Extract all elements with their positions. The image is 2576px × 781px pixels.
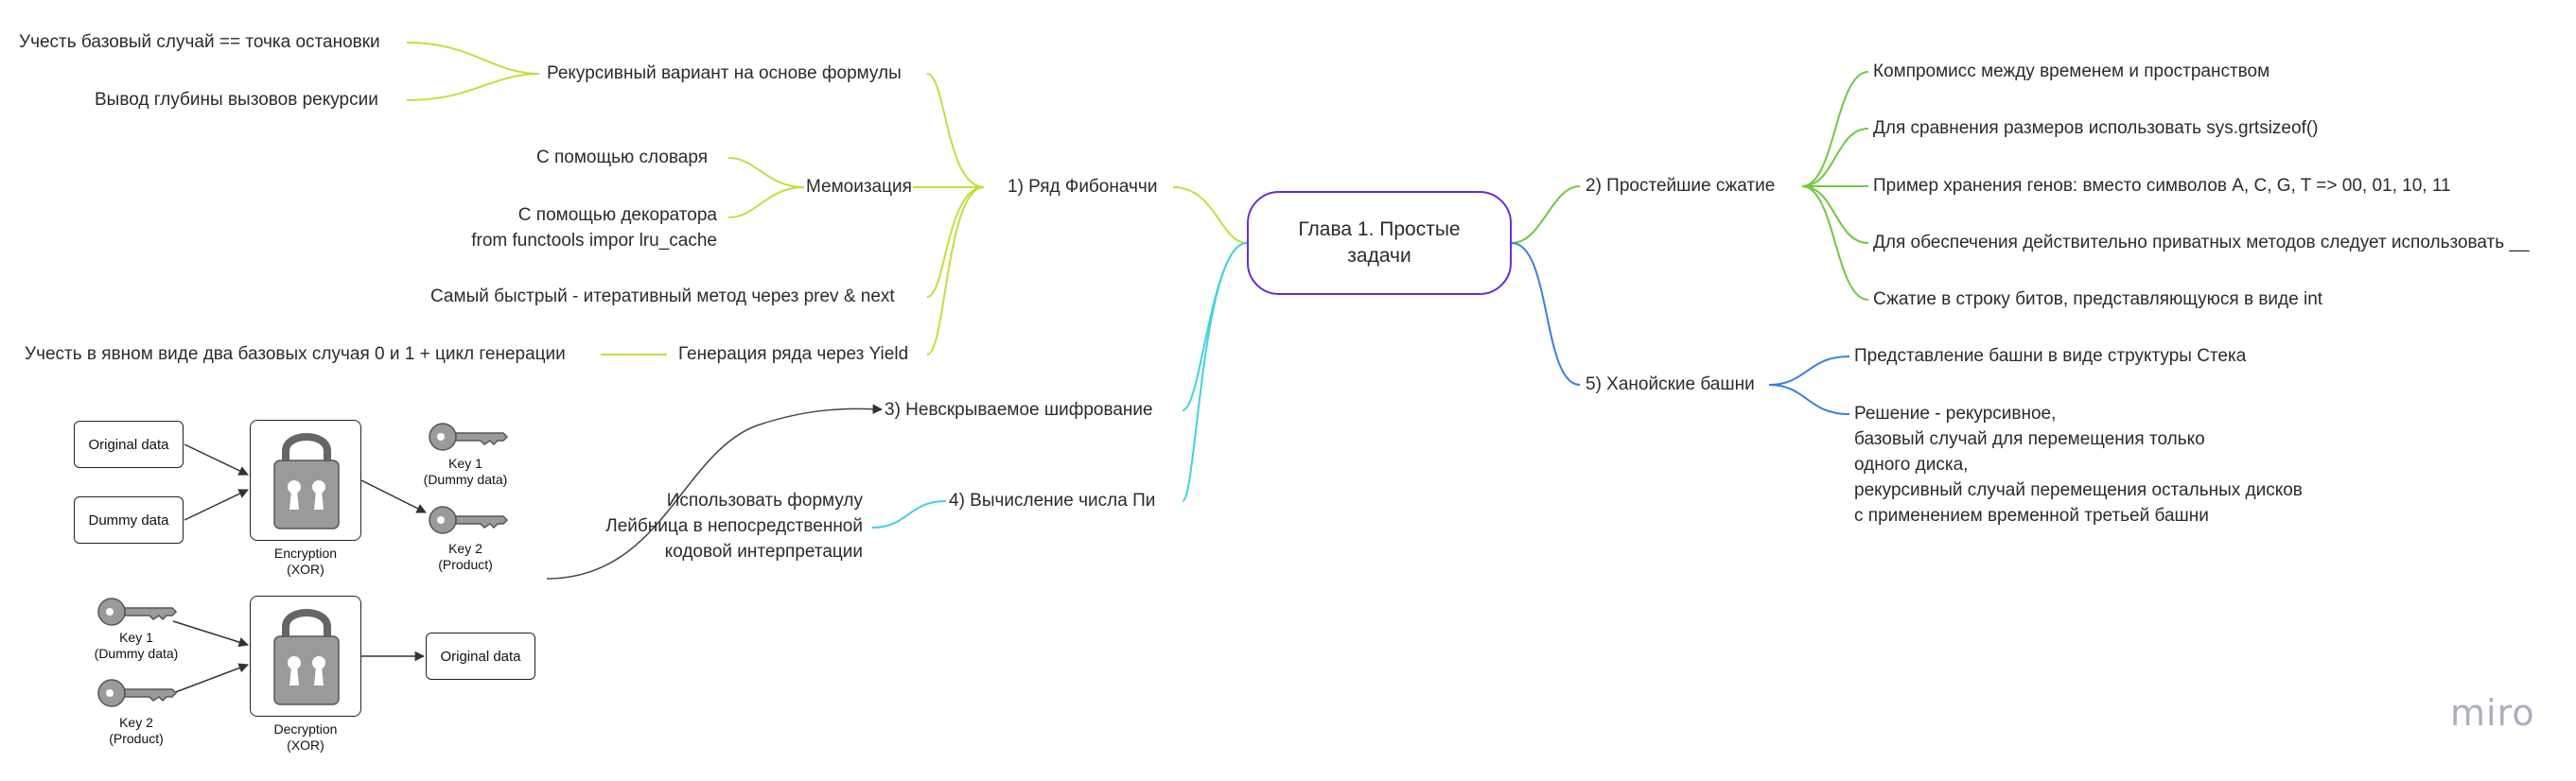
root-label: Глава 1. Простые задачи: [1298, 218, 1461, 267]
edge-root-hanoi: [1511, 242, 1581, 386]
encryption-diagram-arrows: [172, 443, 427, 694]
decryption-lock-frame: [250, 596, 361, 717]
edge-comp-1: [1801, 71, 1869, 187]
encryption-lock-frame: [250, 420, 361, 541]
edge-root-encryption: [1182, 242, 1248, 411]
node-recursive-depth[interactable]: Вывод глубины вызовов рекурсии: [95, 90, 378, 110]
node-hanoi[interactable]: 5) Ханойские башни: [1586, 374, 1755, 394]
edge-fib-recursive: [926, 73, 985, 188]
node-memo-dict[interactable]: С помощью словаря: [536, 148, 709, 167]
padlock-icon: [273, 433, 340, 529]
fibonacci-edges: [406, 42, 1248, 356]
node-yield-base-cases[interactable]: Учесть в явном виде два базовых случая 0…: [25, 344, 566, 364]
edge-root-fibonacci: [1172, 186, 1248, 244]
node-comp-genes[interactable]: Пример хранения генов: вместо символов A…: [1873, 176, 2451, 196]
node-comp-tradeoff[interactable]: Компромисс между временем и пространство…: [1873, 61, 2270, 81]
edge-memo-dict: [727, 157, 805, 188]
box-original-data: Original data: [74, 421, 184, 468]
node-encryption[interactable]: 3) Невскрываемое шифрование: [885, 400, 1153, 420]
caption-decryption: Decryption (XOR): [273, 721, 338, 753]
node-fib-recursive[interactable]: Рекурсивный вариант на основе формулы: [547, 63, 902, 83]
caption-enc-key-1: Key 1 (Dummy data): [423, 456, 508, 487]
edge-hanoi-solution: [1768, 384, 1850, 415]
node-recursive-base-case[interactable]: Учесть базовый случай == точка остановки: [19, 32, 380, 52]
node-fib-fastest[interactable]: Самый быстрый - итеративный метод через …: [430, 286, 895, 306]
node-hanoi-stack[interactable]: Представление башни в виде структуры Сте…: [1854, 346, 2247, 366]
node-comp-private[interactable]: Для обеспечения действительно приватных …: [1873, 233, 2530, 252]
edge-comp-5: [1801, 185, 1869, 301]
node-hanoi-solution[interactable]: Решение - рекурсивное, базовый случай дл…: [1854, 404, 2303, 526]
edge-root-compression: [1511, 185, 1581, 244]
edge-fib-yield: [926, 186, 985, 356]
caption-encryption: Encryption (XOR): [273, 546, 338, 577]
caption-dec-key-1: Key 1 (Dummy data): [94, 630, 179, 661]
caption-dec-key-2: Key 2 (Product): [109, 715, 164, 746]
padlock-icon: [273, 609, 340, 705]
node-fib-yield[interactable]: Генерация ряда через Yield: [678, 344, 909, 364]
node-comp-getsizeof[interactable]: Для сравнения размеров использовать sys.…: [1873, 118, 2319, 138]
node-memo-decorator[interactable]: С помощью декоратора from functools impo…: [471, 205, 717, 251]
edge-pi-leibniz: [871, 500, 947, 529]
miro-watermark: miro: [2450, 692, 2535, 734]
edge-root-pi: [1182, 242, 1248, 502]
decryption-key-2-icon: [97, 679, 178, 707]
encryption-key-1-icon: [429, 423, 509, 451]
compression-edges: [1511, 71, 1869, 301]
caption-enc-key-2: Key 2 (Product): [438, 541, 493, 572]
edge-comp-2: [1801, 128, 1869, 187]
node-pi[interactable]: 4) Вычисление числа Пи: [949, 491, 1156, 511]
edge-recursive-base: [406, 42, 540, 75]
hanoi-edges: [1511, 242, 1850, 415]
node-fib-memo[interactable]: Мемоизация: [806, 177, 912, 197]
box-dummy-data: Dummy data: [74, 496, 184, 544]
edge-diagram-to-encryption: [546, 404, 884, 580]
encryption-key-2-icon: [429, 506, 509, 534]
node-compression[interactable]: 2) Простейшие сжатие: [1586, 176, 1776, 196]
node-fibonacci[interactable]: 1) Ряд Фибоначчи: [1008, 177, 1158, 197]
box-output-original-data: Original data: [426, 633, 535, 680]
node-comp-bitstring[interactable]: Сжатие в строку битов, представляющуюся …: [1873, 289, 2323, 309]
decryption-key-1-icon: [97, 598, 178, 626]
edge-comp-4: [1801, 185, 1869, 244]
root-node[interactable]: Глава 1. Простые задачи: [1247, 191, 1512, 295]
node-pi-leibniz[interactable]: Использовать формулу Лейбница в непосред…: [605, 491, 863, 562]
edge-hanoi-stack: [1768, 356, 1850, 386]
edge-fib-fastest: [926, 186, 985, 298]
edge-memo-decorator: [727, 186, 805, 218]
edge-recursive-depth: [406, 73, 540, 101]
